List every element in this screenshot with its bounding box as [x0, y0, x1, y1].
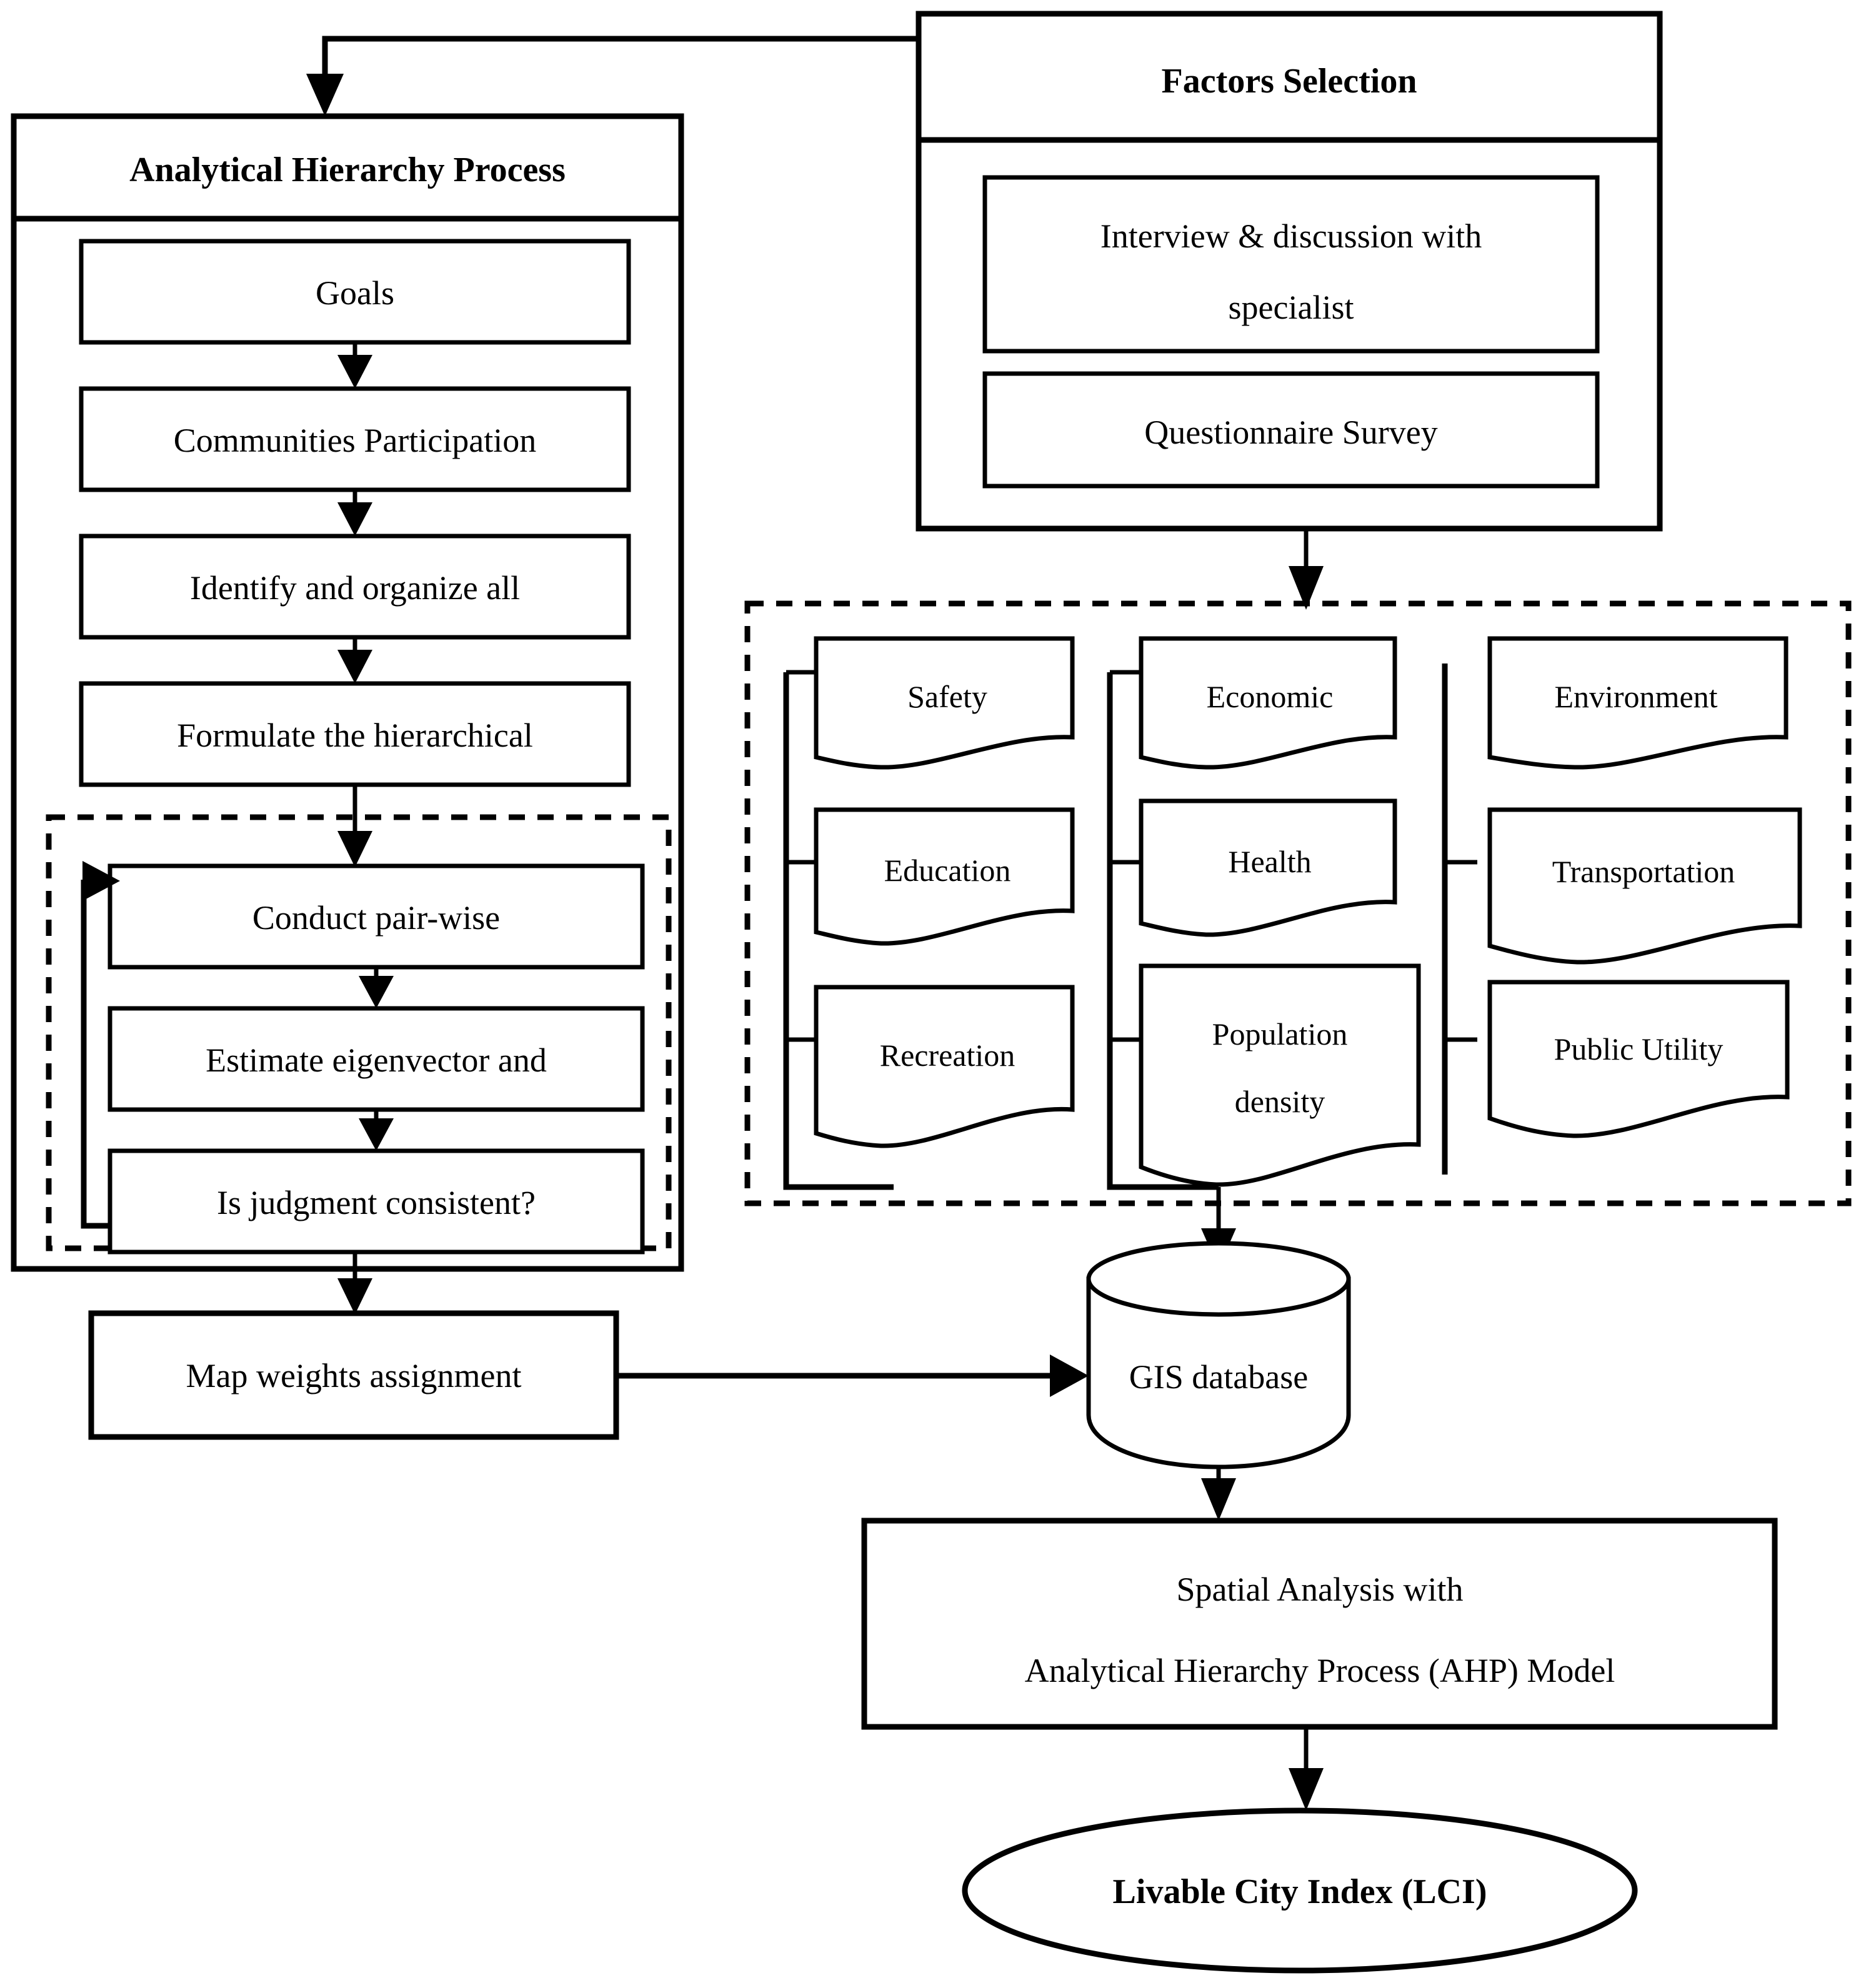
factor-document-public-utility[interactable]: [1487, 980, 1790, 1138]
factors-column2-bracket: [1107, 670, 1219, 1190]
spatial-analysis-box[interactable]: [861, 1518, 1778, 1730]
ahp-step-identify-label: Identify and organize all: [190, 569, 520, 607]
arrow-gis-to-spatial-analysis: [1201, 1467, 1236, 1521]
factor-document-population-density[interactable]: [1139, 963, 1421, 1187]
factors-column3-bracket: [1442, 663, 1477, 1175]
factor-document-economic-label: Economic: [1207, 679, 1334, 714]
connector-factors-to-ahp: [306, 36, 919, 116]
factor-document-recreation[interactable]: [814, 985, 1075, 1148]
ahp-step-identify-organize[interactable]: [79, 534, 631, 640]
factor-document-health-label: Health: [1228, 844, 1311, 879]
factor-document-environment[interactable]: [1487, 636, 1789, 770]
map-weights-assignment-box[interactable]: [88, 1310, 619, 1440]
feedback-loop-judgment-to-pairwise: [81, 861, 120, 1229]
map-weights-assignment-label: Map weights assignment: [186, 1357, 522, 1394]
arrow-pairwise-to-eigenvector: [359, 967, 394, 1008]
ahp-loop-conduct-pairwise-label: Conduct pair-wise: [252, 899, 500, 937]
ahp-step-formulate-hierarchical[interactable]: [79, 681, 631, 787]
factors-selection-header-label: Factors Selection: [1162, 62, 1417, 101]
ahp-loop-judgment-consistent-label: Is judgment consistent?: [217, 1184, 536, 1221]
factors-method-questionnaire-box[interactable]: [982, 371, 1600, 489]
factor-document-transportation[interactable]: [1487, 807, 1802, 965]
factors-method-interview-label-line2: specialist: [1229, 289, 1354, 326]
factor-document-transportation-label: Transportation: [1552, 854, 1735, 889]
livable-city-index-label: Livable City Index (LCI): [1113, 1872, 1487, 1911]
ahp-step-communities-label: Communities Participation: [174, 422, 536, 459]
factor-document-safety-label: Safety: [907, 679, 987, 714]
ahp-loop-step-conduct-pairwise[interactable]: [107, 863, 645, 970]
factors-method-questionnaire-label: Questionnaire Survey: [1144, 414, 1437, 451]
livable-city-index-ellipse[interactable]: [962, 1807, 1638, 1974]
ahp-step-goals[interactable]: [79, 239, 631, 345]
gis-database-label: GIS database: [1129, 1358, 1308, 1396]
factor-document-recreation-label: Recreation: [880, 1038, 1015, 1073]
arrow-communities-to-identify: [337, 490, 372, 536]
factors-column1-bracket: [783, 670, 894, 1190]
ahp-loop-estimate-eigenvector-label: Estimate eigenvector and: [206, 1041, 547, 1079]
ahp-loop-step-estimate-eigenvector[interactable]: [107, 1006, 645, 1112]
spatial-analysis-label-line2: Analytical Hierarchy Process (AHP) Model: [1025, 1652, 1615, 1689]
arrow-goals-to-communities: [337, 342, 372, 389]
arrow-spatial-analysis-to-lci: [1289, 1727, 1324, 1811]
factor-document-education-label: Education: [884, 853, 1011, 888]
factor-document-public-utility-label: Public Utility: [1554, 1031, 1724, 1066]
factor-document-economic[interactable]: [1139, 636, 1397, 770]
factors-method-interview-box[interactable]: [982, 175, 1600, 354]
factors-group-container: [744, 600, 1852, 1206]
ahp-step-formulate-label: Formulate the hierarchical: [177, 717, 533, 754]
factor-document-environment-label: Environment: [1554, 679, 1717, 714]
factors-method-interview-label: Interview & discussion with: [1100, 217, 1482, 255]
ahp-loop-step-is-judgment-consistent[interactable]: [107, 1148, 645, 1255]
arrow-factors-selection-to-factors-group: [1289, 529, 1324, 610]
gis-database-cylinder[interactable]: [1086, 1241, 1351, 1469]
factor-document-population-density-label: Population: [1212, 1016, 1348, 1051]
factor-document-population-density-label-line2: density: [1235, 1084, 1325, 1119]
arrow-eigenvector-to-judgment: [359, 1110, 394, 1151]
ahp-step-goals-label: Goals: [316, 274, 394, 312]
factor-document-health[interactable]: [1139, 798, 1397, 937]
ahp-header-label: Analytical Hierarchy Process: [129, 151, 566, 189]
factor-document-education[interactable]: [814, 807, 1075, 946]
arrow-formulate-to-pairwise: [337, 785, 372, 867]
connector-map-weights-to-gis: [616, 1354, 1089, 1397]
arrow-identify-to-formulate: [337, 637, 372, 683]
arrow-ahp-to-map-weights: [337, 1252, 372, 1315]
factor-document-safety[interactable]: [814, 636, 1075, 770]
ahp-step-communities-participation[interactable]: [79, 386, 631, 492]
spatial-analysis-label-line1: Spatial Analysis with: [1177, 1571, 1464, 1608]
